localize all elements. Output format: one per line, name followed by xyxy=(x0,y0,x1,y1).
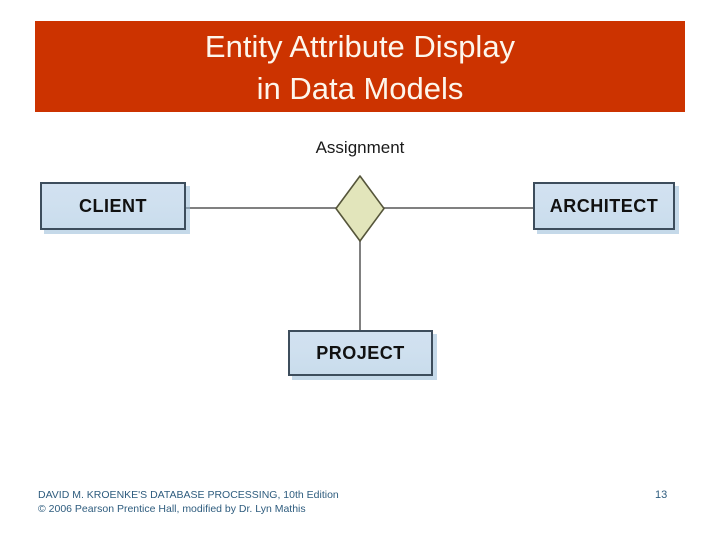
slide-title-line-2: in Data Models xyxy=(256,71,464,106)
entity-project-label: PROJECT xyxy=(316,342,405,363)
footer-credit-line-2: © 2006 Pearson Prentice Hall, modified b… xyxy=(38,503,306,515)
er-diagram: CLIENT ARCHITECT PROJECT Assignment xyxy=(0,120,720,420)
connector-client-to-assignment xyxy=(186,207,336,209)
relationship-assignment-label: Assignment xyxy=(315,138,405,157)
footer-credit-line-1: DAVID M. KROENKE'S DATABASE PROCESSING, … xyxy=(38,489,339,501)
entity-architect-label: ARCHITECT xyxy=(549,195,659,216)
page-number: 13 xyxy=(655,489,668,501)
entity-architect[interactable]: ARCHITECT xyxy=(533,182,675,230)
connector-assignment-to-architect xyxy=(384,207,535,209)
connector-assignment-to-project xyxy=(359,241,361,331)
slide-title-line-1: Entity Attribute Display xyxy=(204,29,516,64)
entity-client-label: CLIENT xyxy=(79,195,147,216)
slide-title-banner: Entity Attribute Display in Data Models xyxy=(35,21,685,112)
entity-project[interactable]: PROJECT xyxy=(288,330,433,376)
footer-credit: DAVID M. KROENKE'S DATABASE PROCESSING, … xyxy=(38,488,339,516)
entity-client[interactable]: CLIENT xyxy=(40,182,186,230)
diamond-shape-icon xyxy=(335,175,385,242)
relationship-assignment-diamond[interactable] xyxy=(334,174,386,243)
slide-footer: DAVID M. KROENKE'S DATABASE PROCESSING, … xyxy=(0,480,720,540)
